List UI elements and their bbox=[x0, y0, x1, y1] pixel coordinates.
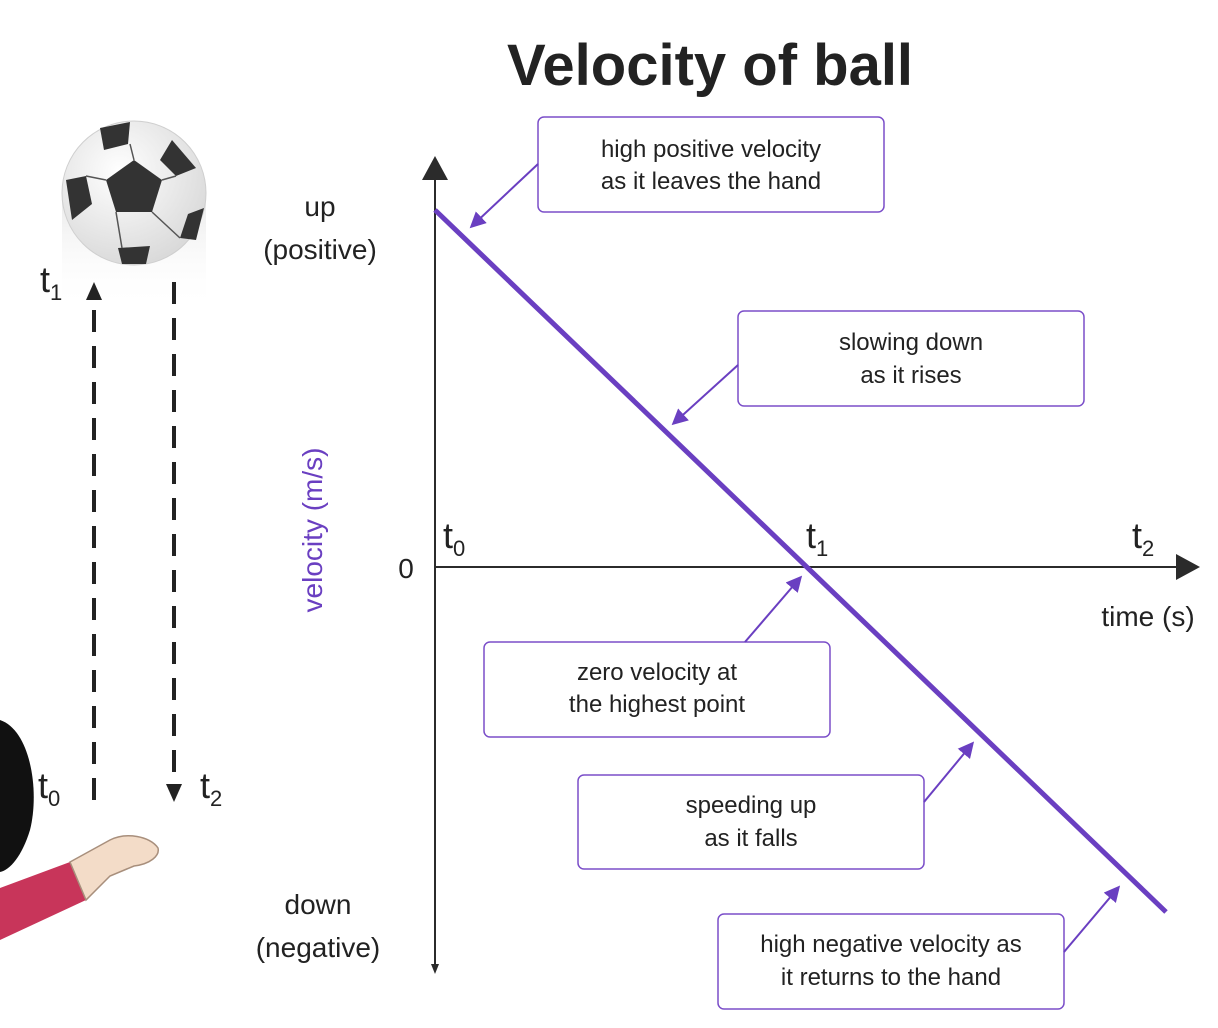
y-axis-bottom-tip bbox=[431, 964, 439, 974]
annotation-text-line2: as it rises bbox=[860, 362, 961, 389]
annotation-arrow bbox=[469, 163, 539, 229]
illustration-label-t0: t0 bbox=[38, 765, 60, 811]
annotation-text-line1: zero velocity at bbox=[577, 659, 737, 686]
annotation-high-positive: high positive velocity as it leaves the … bbox=[469, 116, 885, 229]
person-sleeve bbox=[0, 862, 86, 940]
person-head-partial bbox=[0, 720, 34, 872]
annotation-box bbox=[737, 310, 1085, 407]
x-axis-arrow-icon bbox=[1176, 554, 1200, 580]
annotation-text-line2: it returns to the hand bbox=[781, 964, 1001, 991]
y-axis-arrow-icon bbox=[422, 156, 448, 180]
y-axis-label: velocity (m/s) bbox=[297, 448, 328, 613]
down-arrow-icon bbox=[166, 784, 182, 802]
y-axis-down-label-line2: (negative) bbox=[256, 932, 381, 963]
annotation-speeding-up: speeding up as it falls bbox=[577, 741, 975, 870]
annotation-high-negative: high negative velocity as it returns to … bbox=[717, 885, 1121, 1010]
soccer-ball-icon bbox=[61, 120, 207, 266]
annotation-text-line1: high negative velocity as bbox=[760, 931, 1022, 958]
annotation-slowing-down: slowing down as it rises bbox=[671, 310, 1085, 426]
annotation-text-line2: as it falls bbox=[704, 825, 797, 852]
velocity-line bbox=[433, 208, 1168, 914]
y-axis-zero-label: 0 bbox=[398, 553, 414, 584]
annotation-text-line1: high positive velocity bbox=[601, 136, 821, 163]
annotation-text-line2: the highest point bbox=[569, 691, 745, 718]
annotation-zero-velocity: zero velocity at the highest point bbox=[483, 575, 831, 738]
annotation-box bbox=[483, 641, 831, 738]
x-axis-label: time (s) bbox=[1101, 601, 1194, 632]
annotation-arrow bbox=[923, 741, 975, 803]
annotation-arrow bbox=[744, 575, 803, 643]
annotation-text-line1: speeding up bbox=[686, 792, 817, 819]
x-tick-t1: t1 bbox=[806, 515, 828, 561]
up-arrow-icon bbox=[86, 282, 102, 300]
x-tick-t2: t2 bbox=[1132, 515, 1154, 561]
ball-throw-illustration: t1 t0 t2 bbox=[0, 120, 222, 940]
chart-title: Velocity of ball bbox=[507, 33, 913, 98]
annotation-text-line2: as it leaves the hand bbox=[601, 168, 821, 195]
annotation-box bbox=[717, 913, 1065, 1010]
x-tick-t0: t0 bbox=[443, 515, 465, 561]
hand-icon bbox=[69, 835, 159, 902]
illustration-label-t1: t1 bbox=[40, 259, 62, 305]
annotation-box bbox=[537, 116, 885, 213]
illustration-label-t2: t2 bbox=[200, 765, 222, 811]
y-axis-up-label-line2: (positive) bbox=[263, 234, 377, 265]
annotation-text-line1: slowing down bbox=[839, 329, 983, 356]
y-axis-up-label-line1: up bbox=[304, 191, 335, 222]
annotation-arrow bbox=[671, 364, 739, 426]
y-axis-down-label-line1: down bbox=[285, 889, 352, 920]
annotation-arrow bbox=[1063, 885, 1121, 953]
annotation-box bbox=[577, 774, 925, 870]
